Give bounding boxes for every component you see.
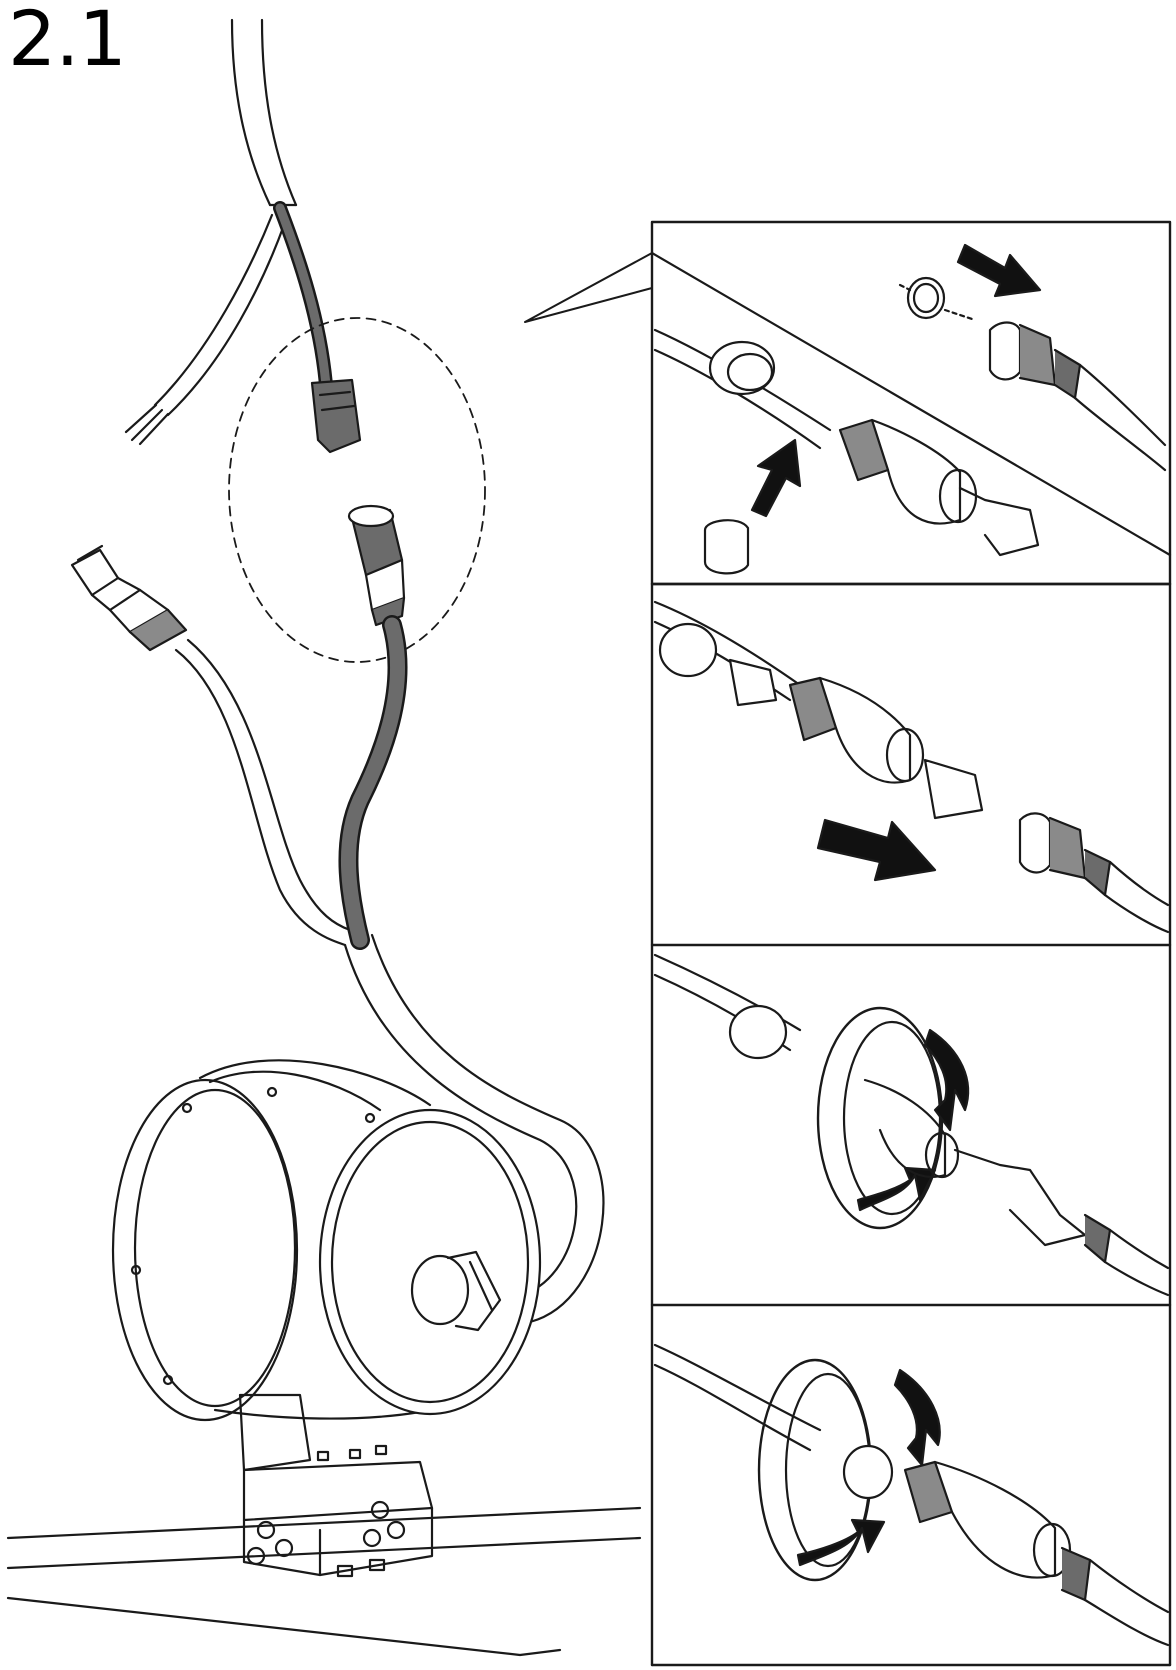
main-cable: [343, 933, 605, 1328]
waterproof-female-connector: [347, 504, 406, 627]
callout-pointer: [524, 252, 653, 323]
panel-3-illustration: [653, 953, 1170, 1297]
arrow-up-icon: [750, 438, 802, 518]
tighten-arrow-bottom-icon: [796, 1518, 886, 1567]
arrow-down-right-icon: [956, 243, 1042, 298]
mounting-surface: [6, 1506, 642, 1657]
panel-2-illustration: [653, 600, 1170, 934]
highlight-circle: [228, 317, 486, 663]
tighten-arrow-top-icon: [893, 1368, 941, 1467]
camera-housing: [111, 1059, 542, 1422]
rotate-arrow-top-icon: [923, 1028, 970, 1132]
rj45-plug-top: [310, 378, 362, 454]
arrow-right-icon: [816, 818, 937, 882]
dark-cable-bottom: [338, 615, 408, 950]
panel-1-illustration: [650, 243, 1172, 575]
step-number: 2.1: [8, 0, 127, 83]
rotate-arrow-bottom-icon: [856, 1166, 937, 1212]
upper-cable: [124, 18, 298, 446]
mount-bracket: [238, 1393, 434, 1578]
panel-frames: [650, 220, 1172, 1667]
dark-cable-top: [273, 201, 362, 454]
o-ring: [906, 276, 946, 320]
cable-gland: [410, 1250, 502, 1332]
panel-4-illustration: [653, 1343, 1170, 1647]
rj45-plug-left: [70, 544, 188, 652]
white-network-cable: [174, 638, 352, 947]
